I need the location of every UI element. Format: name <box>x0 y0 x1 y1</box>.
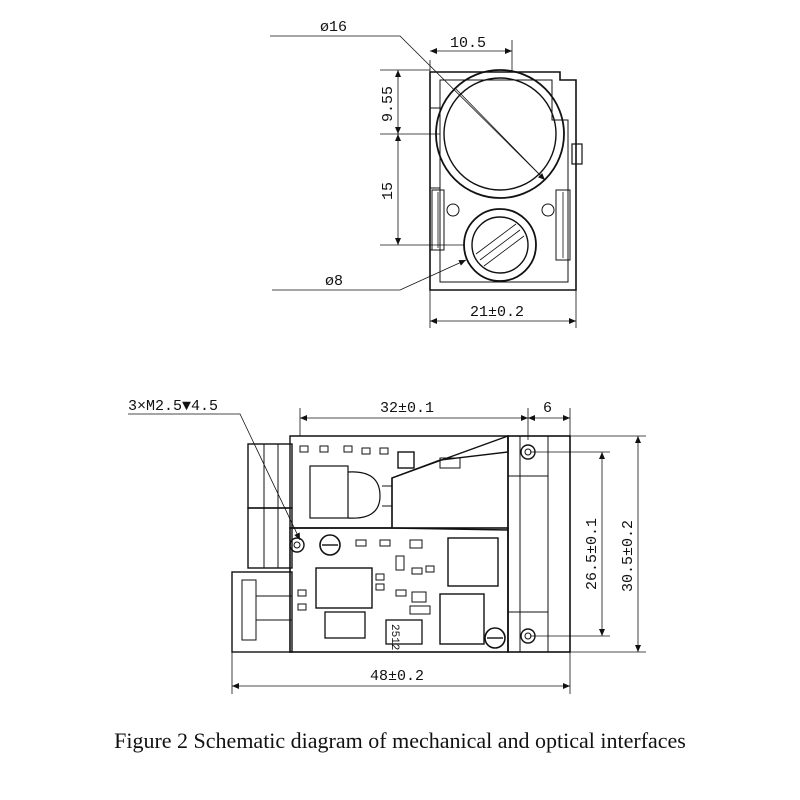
screw-bottom <box>484 627 506 649</box>
top-view-inner-frame <box>439 79 569 283</box>
dim-board-length: 32±0.1 <box>380 400 434 417</box>
side-view <box>128 408 646 694</box>
dim-bottom-width: 21±0.2 <box>470 304 524 321</box>
ic-soic <box>324 611 366 639</box>
dim-small-diameter: ø8 <box>325 273 343 290</box>
chip-2512 <box>385 619 423 645</box>
screw-top <box>319 534 341 556</box>
top-view <box>270 35 583 328</box>
mechanical-drawing: ø16 10.5 9.55 15 ø8 21±0.2 <box>128 19 646 694</box>
main-pcb <box>289 527 509 653</box>
ic-large-1 <box>447 537 499 587</box>
optics-cone <box>391 435 509 531</box>
upper-board <box>289 435 509 529</box>
large-lens-inner <box>443 77 557 191</box>
dim-lower-height: 15 <box>380 182 397 200</box>
small-lens-inner <box>471 216 529 274</box>
dim-screws: 3×M2.5▼4.5 <box>128 398 218 415</box>
chip-2512-label: 2512 <box>388 624 400 650</box>
dim-right-offset: 6 <box>543 400 552 417</box>
dim-height: 30.5±0.2 <box>620 520 637 592</box>
dim-upper-height: 9.55 <box>380 86 397 122</box>
ic-large-2 <box>439 593 485 645</box>
ic-chip-left <box>315 567 373 609</box>
side-view-housing <box>507 435 571 653</box>
dim-hole-spacing: 26.5±0.1 <box>584 518 601 590</box>
dim-total-length: 48±0.2 <box>370 668 424 685</box>
left-connector-top <box>247 443 293 509</box>
figure-caption: Figure 2 Schematic diagram of mechanical… <box>114 728 686 753</box>
left-connector-mid <box>247 507 293 569</box>
dim-large-diameter: ø16 <box>320 19 347 36</box>
dim-top-width: 10.5 <box>450 35 486 52</box>
lower-connector <box>231 571 293 653</box>
